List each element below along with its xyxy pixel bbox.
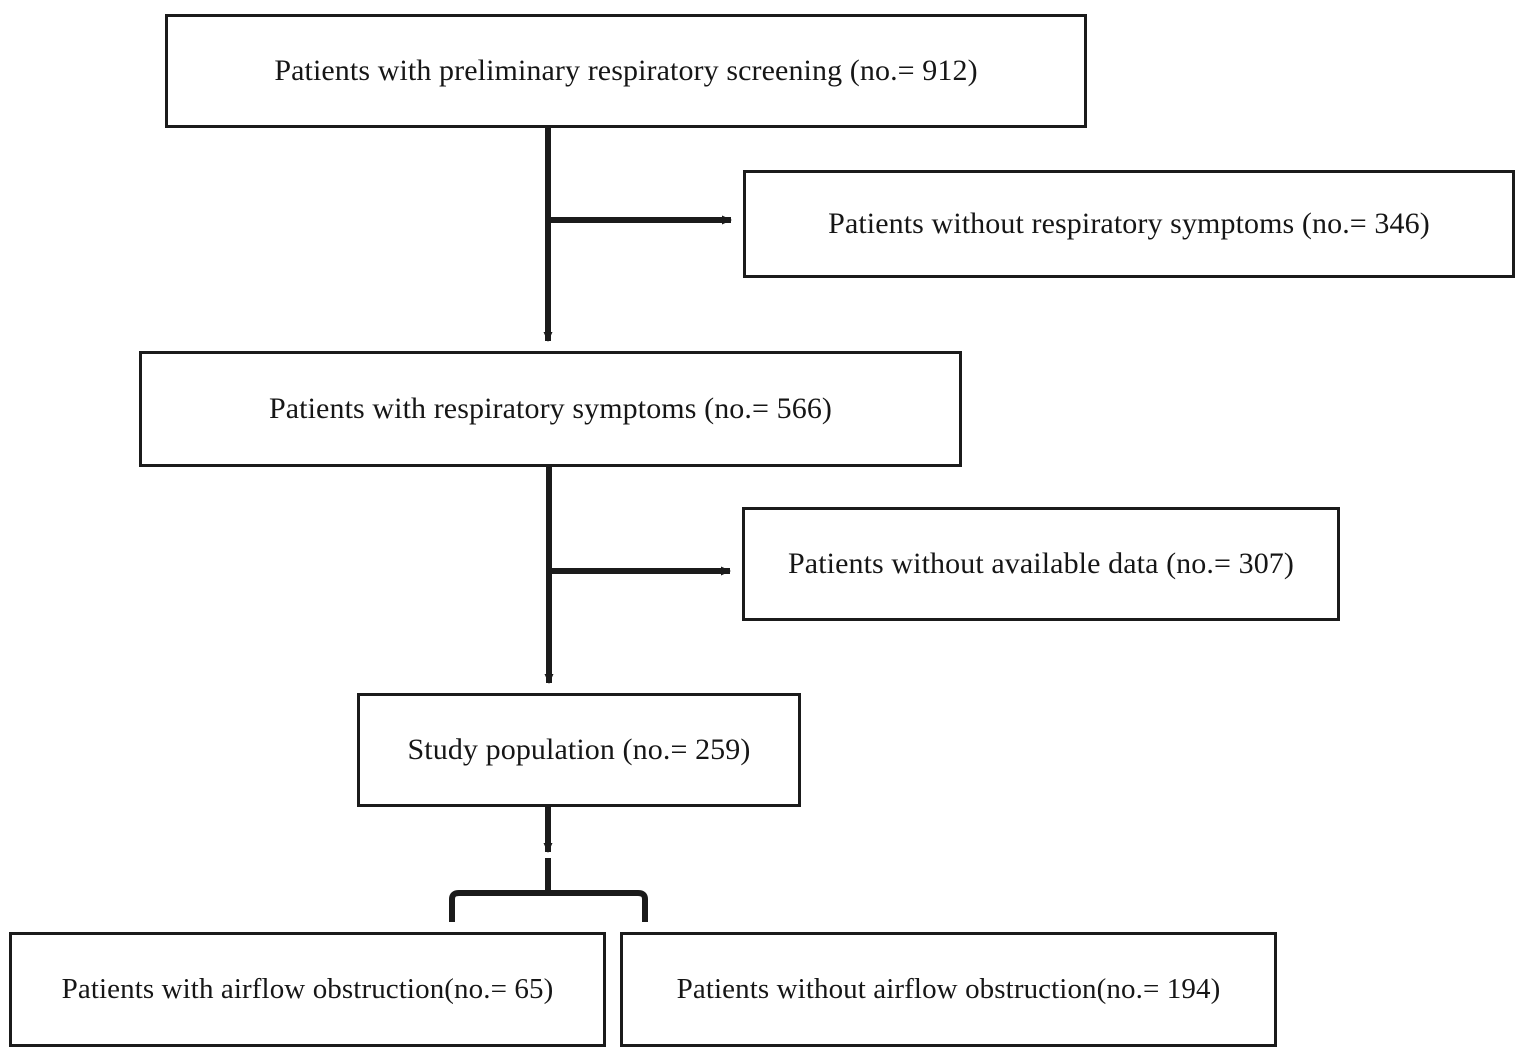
node-study-population: Study population (no.= 259) xyxy=(357,693,801,807)
node-patients-screened: Patients with preliminary respiratory sc… xyxy=(165,14,1087,128)
node-patients-with-airflow-obstruction: Patients with airflow obstruction(no.= 6… xyxy=(9,932,606,1047)
node-label: Patients with preliminary respiratory sc… xyxy=(274,53,978,87)
node-label: Patients without airflow obstruction(no.… xyxy=(676,972,1221,1005)
node-label: Patients without respiratory symptoms (n… xyxy=(828,206,1430,240)
edge-study-population-split xyxy=(449,807,648,922)
node-patients-without-airflow-obstruction: Patients without airflow obstruction(no.… xyxy=(620,932,1277,1047)
node-patients-with-respiratory-symptoms: Patients with respiratory symptoms (no.=… xyxy=(139,351,962,467)
node-label: Study population (no.= 259) xyxy=(407,732,751,766)
node-patients-without-respiratory-symptoms: Patients without respiratory symptoms (n… xyxy=(743,170,1515,278)
node-patients-without-available-data: Patients without available data (no.= 30… xyxy=(742,507,1340,621)
node-label: Patients with airflow obstruction(no.= 6… xyxy=(61,972,554,1005)
node-label: Patients without available data (no.= 30… xyxy=(788,546,1294,580)
node-label: Patients with respiratory symptoms (no.=… xyxy=(268,391,833,425)
